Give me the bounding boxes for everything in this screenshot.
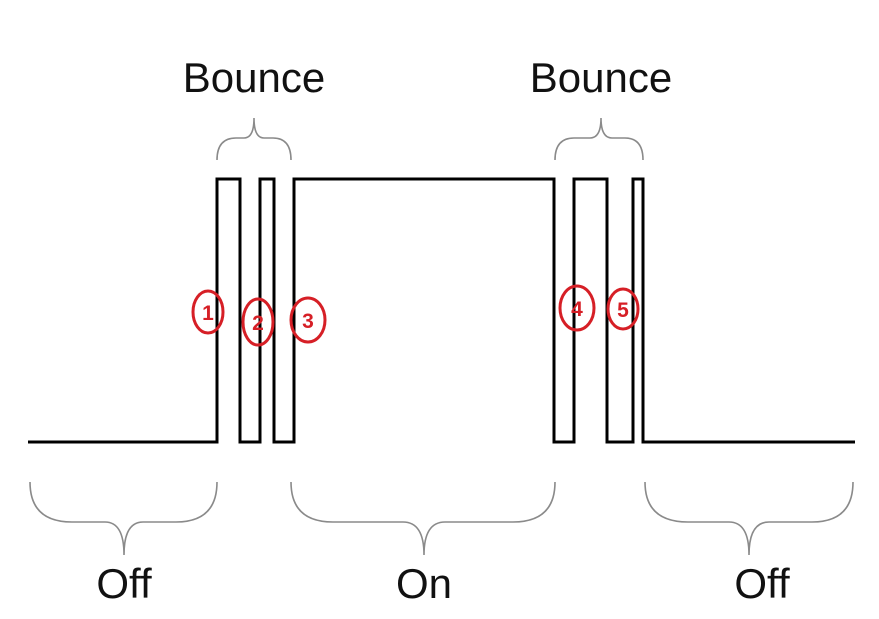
bounce-brace-left (216, 117, 292, 161)
marker-1: 1 (191, 289, 225, 335)
marker-2-number: 2 (252, 312, 264, 335)
off-brace-left (29, 481, 218, 556)
bounce-label-right: Bounce (530, 54, 672, 101)
bounce-brace-right (554, 117, 644, 161)
marker-4-number: 4 (571, 298, 583, 321)
off-label-left: Off (96, 560, 152, 607)
off-label-right: Off (734, 560, 790, 607)
marker-3: 3 (289, 296, 327, 344)
marker-3-number: 3 (302, 310, 314, 333)
marker-5-number: 5 (617, 299, 629, 322)
marker-1-number: 1 (202, 302, 214, 325)
signal-waveform (28, 177, 855, 444)
on-brace (290, 481, 556, 556)
bounce-label-left: Bounce (183, 54, 325, 101)
on-label: On (396, 560, 452, 607)
marker-4: 4 (558, 284, 596, 332)
marker-5: 5 (606, 287, 640, 331)
marker-2: 2 (241, 297, 275, 347)
off-brace-right (644, 481, 854, 556)
